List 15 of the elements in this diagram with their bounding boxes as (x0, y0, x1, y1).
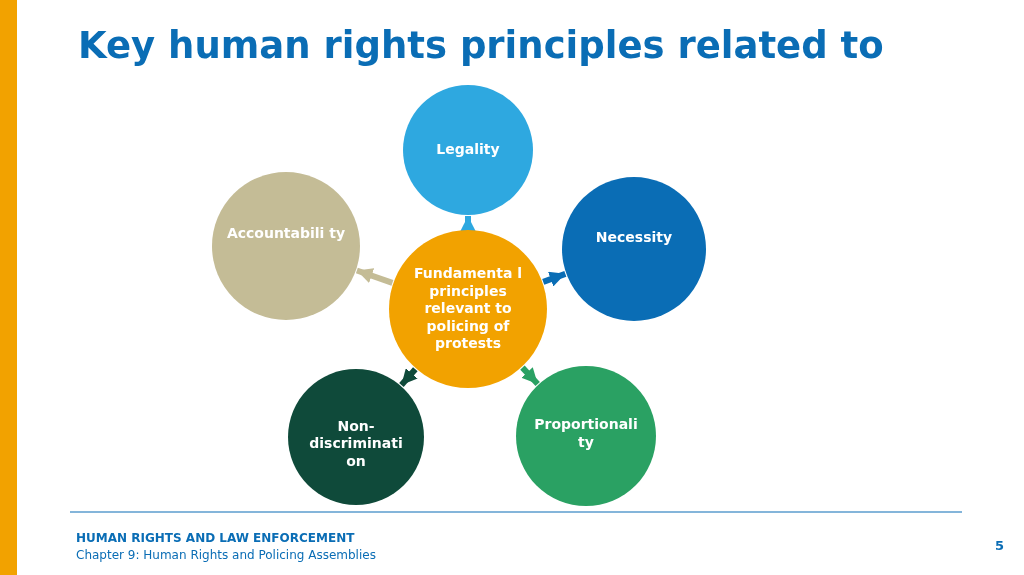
principle-label: Necessity (594, 228, 674, 247)
footer-subtitle: Chapter 9: Human Rights and Policing Assemblies (76, 548, 376, 562)
arrow (399, 367, 418, 388)
footer-title: HUMAN RIGHTS AND LAW ENFORCEMENT (76, 531, 355, 545)
page-number: 5 (995, 538, 1005, 553)
principle-label: Non- discriminati on (308, 417, 404, 471)
principle-label: Proportionali ty (533, 416, 639, 452)
arrow (520, 365, 540, 387)
arrow (542, 271, 567, 287)
slide-title: Key human rights principles related to (78, 24, 884, 67)
principle-label: Legality (435, 141, 501, 159)
arrow (355, 267, 394, 286)
arrow (460, 216, 476, 232)
principle-label: Accountabili ty (226, 225, 346, 243)
principle-label: Fundamenta l principles relevant to policing of protests (412, 265, 524, 353)
